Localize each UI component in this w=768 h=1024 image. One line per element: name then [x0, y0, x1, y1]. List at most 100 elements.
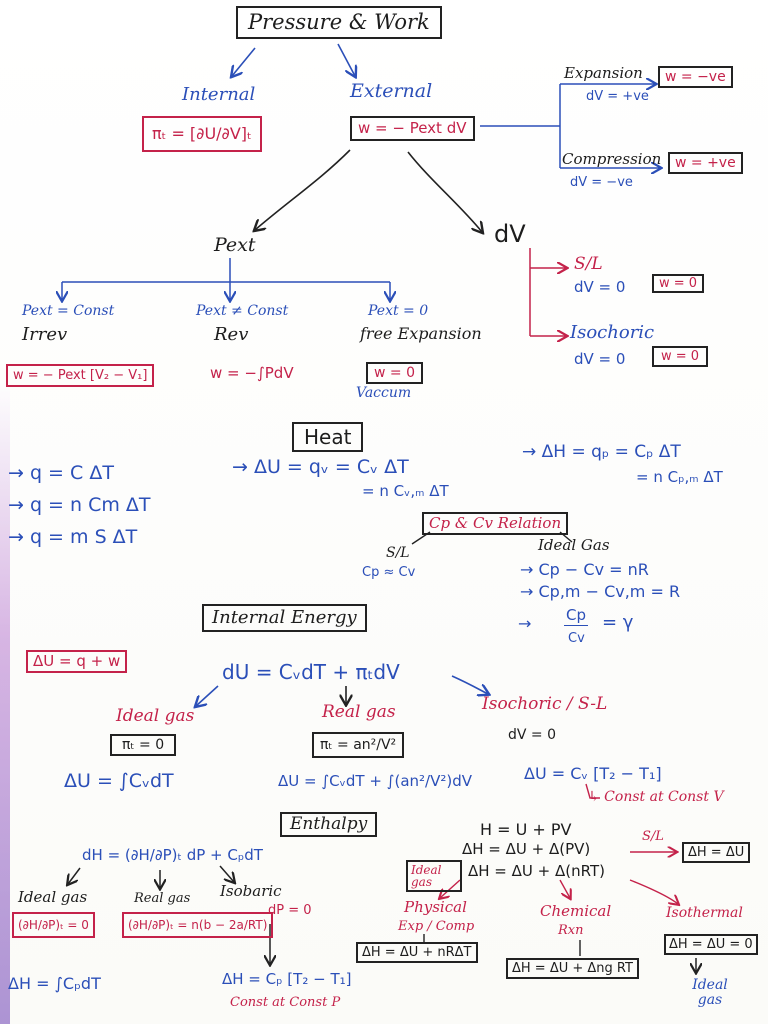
label-external: External: [350, 80, 433, 102]
en-sl-result: ΔH = ΔU: [682, 842, 751, 863]
isochoric-condition: dV = 0: [574, 350, 626, 368]
isochoric-work-result: w = 0: [652, 346, 709, 367]
relation-sl-value: Cp ≈ Cv: [362, 565, 416, 580]
en-physical-label: Physical: [404, 898, 467, 916]
en-h-definition: H = U + PV: [480, 820, 572, 839]
en-real-gas-label: Real gas: [134, 891, 191, 906]
en-real-box: (∂H/∂P)ₜ = n(b − 2a/RT): [122, 912, 274, 938]
free-note-vacuum: Vaccum: [356, 385, 412, 401]
en-physical-sub: Exp / Comp: [398, 919, 475, 934]
label-isochoric-dv: Isochoric: [570, 322, 655, 343]
ie-main-equation: dU = CᵥdT + πₜdV: [222, 660, 400, 684]
label-free-expansion: free Expansion: [360, 324, 482, 343]
label-expansion: Expansion: [564, 64, 643, 82]
ie-ideal-box: πₜ = 0: [110, 734, 177, 756]
ie-const-v-note: ↳ Const at Const V: [588, 789, 724, 805]
compression-sign: dV = −ve: [570, 175, 633, 190]
en-chemical-result: ΔH = ΔU + Δng RT: [506, 958, 639, 979]
label-rev: Rev: [214, 324, 249, 345]
formula-external-work: w = − Pext dV: [350, 116, 475, 141]
rev-condition: Pext ≠ Const: [196, 303, 289, 319]
heat-q-ncm: → q = n Cm ΔT: [8, 494, 151, 516]
relation-molar: → Cp,m − Cv,m = R: [520, 582, 681, 601]
page-edge-shadow: [0, 380, 10, 1024]
relation-gamma-denominator: Cv: [568, 631, 585, 646]
label-internal: Internal: [182, 84, 256, 105]
ie-isochoric-condition: dV = 0: [508, 727, 557, 743]
relation-gamma-arrow: →: [518, 614, 532, 633]
label-pext: Pext: [214, 234, 256, 256]
first-law-box: ΔU = q + w: [26, 650, 128, 673]
arrow-pext: [255, 149, 351, 230]
ie-real-box: πₜ = an²/V²: [312, 732, 405, 758]
en-ideal-box: (∂H/∂P)ₜ = 0: [12, 912, 95, 938]
arrow-internal: [232, 47, 256, 76]
en-isobaric-condition: dP = 0: [268, 903, 312, 918]
en-const-p-note: Const at Const P: [230, 995, 341, 1010]
arrow-ie-ideal: [196, 685, 219, 706]
free-work-result: w = 0: [366, 362, 423, 384]
title-internal-energy: Internal Energy: [202, 604, 367, 632]
relation-sl-label: S/L: [386, 545, 410, 561]
en-chemical-label: Chemical: [540, 902, 612, 920]
title-heat: Heat: [292, 422, 364, 452]
cp-cv-relation-title: Cp & Cv Relation: [422, 512, 569, 535]
ie-ideal-result: ΔU = ∫CᵥdT: [64, 770, 174, 792]
en-isothermal-note: Ideal gas: [692, 977, 728, 1009]
sl-condition: dV = 0: [574, 278, 626, 296]
arrow-physical: [440, 879, 461, 898]
ie-real-gas-label: Real gas: [322, 702, 396, 722]
relation-gamma-value: = γ: [602, 612, 634, 633]
heat-q-c: → q = C ΔT: [8, 462, 114, 484]
label-irrev: Irrev: [22, 324, 68, 345]
arrow-chemical: [559, 879, 570, 898]
compression-result: w = +ve: [668, 152, 743, 174]
expansion-sign: dV = +ve: [586, 89, 649, 104]
arrow-en-isobaric: [219, 865, 234, 882]
arrow-const-v: [585, 783, 600, 799]
en-main-equation: dH = (∂H/∂P)ₜ dP + CₚdT: [82, 846, 263, 864]
relation-mayer: → Cp − Cv = nR: [520, 560, 649, 579]
en-isothermal-label: Isothermal: [666, 905, 743, 921]
expansion-result: w = −ve: [658, 66, 733, 88]
formula-rev-work: w = −∫PdV: [210, 364, 294, 382]
sl-work-result: w = 0: [652, 274, 705, 293]
en-ideal-gas-label: Ideal gas: [18, 888, 88, 906]
en-isobaric-result: ΔH = Cₚ [T₂ − T₁]: [222, 970, 352, 988]
formula-irrev-work: w = − Pext [V₂ − V₁]: [6, 364, 155, 387]
en-sl-label: S/L: [642, 829, 664, 844]
ie-ideal-gas-label: Ideal gas: [116, 706, 195, 726]
formula-internal-pressure: πₜ = [∂U/∂V]ₜ: [142, 116, 262, 152]
en-chemical-sub: Rxn: [558, 923, 584, 938]
free-condition: Pext = 0: [368, 303, 429, 319]
title-pressure-work: Pressure & Work: [236, 6, 442, 39]
relation-gamma-numerator: Cp: [564, 606, 588, 626]
en-isobaric-label: Isobaric: [220, 882, 282, 900]
heat-dh-ncpm: = n Cₚ,ₘ ΔT: [636, 468, 723, 486]
heat-dh-qp: → ΔH = qₚ = Cₚ ΔT: [522, 442, 681, 462]
arrow-isothermal: [629, 879, 678, 904]
label-compression: Compression: [562, 150, 662, 168]
arrow-ie-iso: [451, 675, 488, 694]
irrev-condition: Pext = Const: [22, 303, 115, 319]
en-ideal-result: ΔH = ∫CₚdT: [8, 974, 101, 993]
title-enthalpy: Enthalpy: [280, 812, 378, 837]
en-ideal-gas-box: Ideal gas: [406, 860, 462, 892]
label-sl-dv: S/L: [574, 254, 603, 274]
en-isothermal-result: ΔH = ΔU = 0: [664, 934, 758, 955]
arrow-en-ideal: [68, 867, 81, 884]
heat-q-ms: → q = m S ΔT: [8, 526, 138, 548]
ie-isochoric-label: Isochoric / S-L: [482, 694, 608, 714]
relation-ideal-gas-label: Ideal Gas: [538, 536, 610, 554]
en-physical-result: ΔH = ΔU + nRΔT: [356, 942, 478, 963]
ie-isochoric-result: ΔU = Cᵥ [T₂ − T₁]: [524, 764, 662, 783]
heat-du-ncvm: = n Cᵥ,ₘ ΔT: [362, 482, 449, 500]
arrow-external: [337, 43, 355, 76]
ie-real-result: ΔU = ∫CᵥdT + ∫(an²/V²)dV: [278, 772, 473, 790]
heat-du-qv: → ΔU = qᵥ = Cᵥ ΔT: [232, 456, 409, 478]
en-dh-pv: ΔH = ΔU + Δ(PV): [462, 840, 591, 858]
en-dh-nrt: ΔH = ΔU + Δ(nRT): [468, 862, 605, 880]
label-dv: dV: [494, 220, 526, 248]
